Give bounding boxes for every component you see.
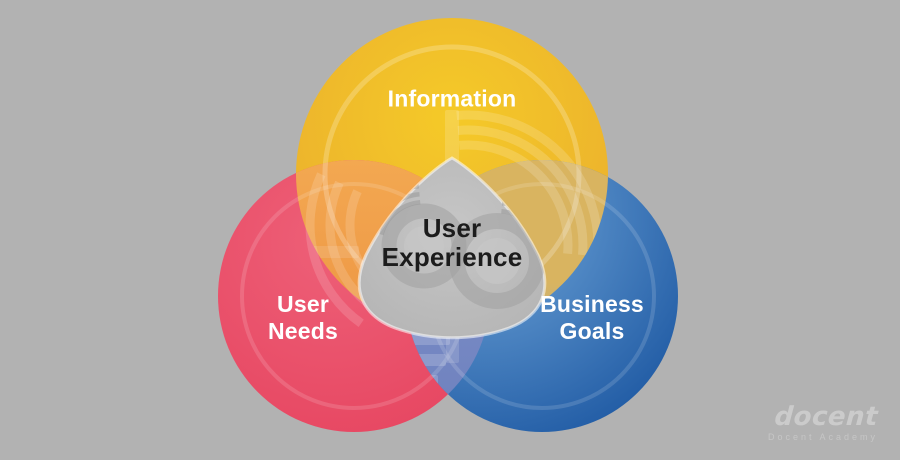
docent-logo-subtitle: Docent Academy: [767, 432, 878, 442]
label-business-goals-line1: Business: [540, 291, 644, 317]
label-user-needs: User Needs: [268, 291, 338, 345]
label-user-needs-line2: Needs: [267, 318, 339, 344]
label-user-experience-line1: User: [422, 213, 482, 243]
label-information: Information: [388, 86, 517, 113]
label-user-experience-line2: Experience: [381, 242, 523, 272]
label-user-experience: User Experience: [382, 214, 523, 272]
label-business-goals-line2: Goals: [559, 318, 625, 344]
label-user-needs-line1: User: [277, 291, 329, 317]
label-business-goals: Business Goals: [540, 291, 644, 345]
label-information-line: Information: [387, 85, 517, 112]
docent-logo-word: docent: [773, 402, 880, 432]
docent-logo: docent Docent Academy: [767, 402, 880, 442]
